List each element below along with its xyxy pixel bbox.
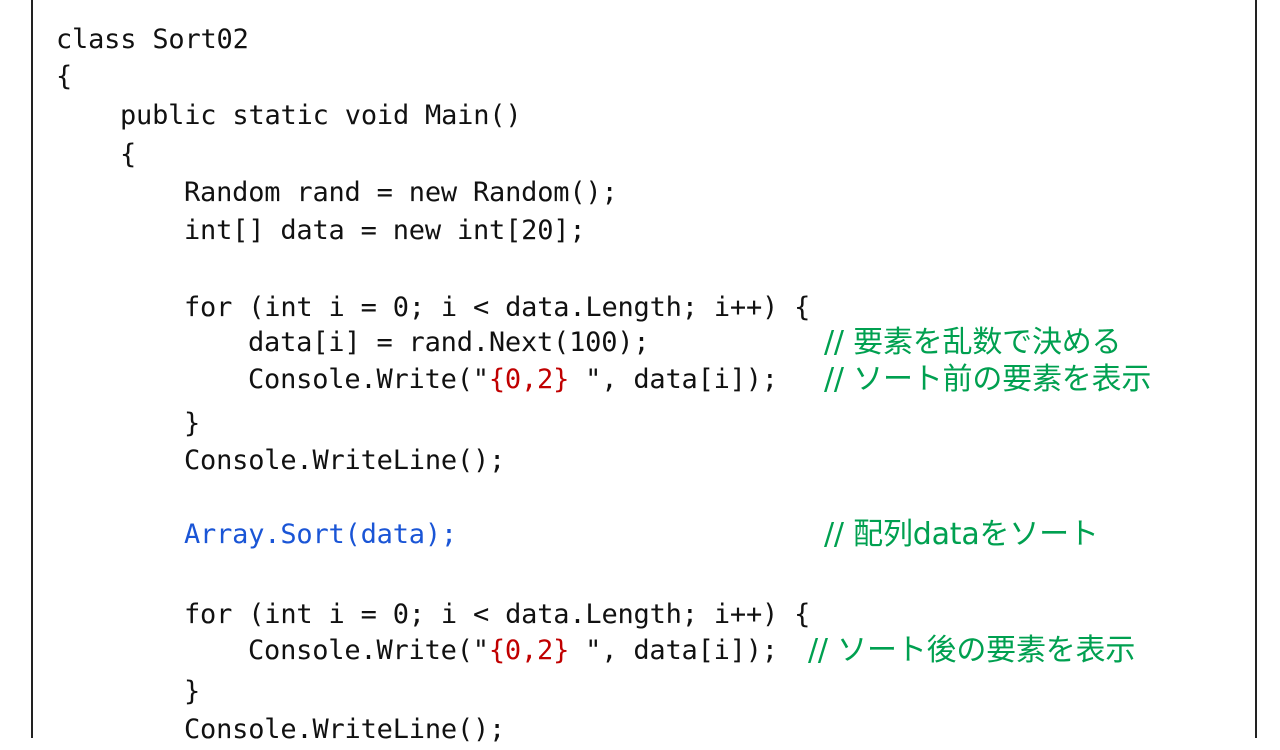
code-comment: // ソート前の要素を表示 (824, 362, 1152, 397)
code-line: Console.Write("{0,2} ", data[i]); // ソート前… (248, 360, 1151, 400)
code-token: Console.WriteLine(); (184, 445, 506, 476)
code-line: class Sort02 (56, 20, 249, 60)
code-line: Console.WriteLine(); (184, 441, 505, 481)
code-line: Random rand = new Random(); (184, 173, 618, 213)
code-comment: // ソート後の要素を表示 (808, 633, 1136, 668)
code-token: } (184, 408, 201, 439)
code-token: { (56, 61, 73, 92)
code-token: class Sort02 (56, 24, 249, 55)
code-token: ", data[i]); (569, 635, 778, 666)
code-line: { (120, 135, 136, 175)
code-token: Console.Write(" (248, 364, 489, 395)
code-token: for (int i = 0; i < data.Length; i++) { (184, 599, 811, 630)
code-token: {0,2} (488, 635, 570, 666)
code-token: for (int i = 0; i < data.Length; i++) { (184, 292, 811, 323)
code-token: data[i] = rand.Next(100); (248, 327, 650, 358)
code-token: Random rand = new Random(); (184, 177, 618, 208)
code-comment: // 配列dataをソート (824, 517, 1099, 552)
code-line: for (int i = 0; i < data.Length; i++) { (184, 595, 810, 635)
code-token: Console.WriteLine(); (184, 714, 506, 745)
code-token: int[] data = new int[20]; (184, 215, 586, 246)
code-line: } (184, 404, 200, 444)
code-token: Array.Sort(data); (184, 519, 457, 550)
code-token: public static void Main() (120, 100, 522, 131)
code-line: { (56, 57, 72, 97)
code-comment: // 要素を乱数で決める (824, 325, 1122, 360)
code-slide-frame (31, 0, 1257, 738)
code-line: for (int i = 0; i < data.Length; i++) { (184, 288, 810, 328)
code-line: Console.Write("{0,2} ", data[i]); // ソート後… (248, 631, 1135, 671)
code-line: public static void Main() (120, 96, 522, 136)
code-token: } (184, 676, 201, 707)
code-line: } (184, 672, 200, 712)
code-token: { (120, 139, 137, 170)
code-line: Array.Sort(data); // 配列dataをソート (184, 515, 1099, 555)
code-line: Console.WriteLine(); (184, 710, 505, 750)
code-token: ", data[i]); (569, 364, 778, 395)
code-token: Console.Write(" (248, 635, 489, 666)
code-line: data[i] = rand.Next(100); // 要素を乱数で決める (248, 323, 1122, 363)
code-token: {0,2} (488, 364, 570, 395)
code-line: int[] data = new int[20]; (184, 211, 586, 251)
